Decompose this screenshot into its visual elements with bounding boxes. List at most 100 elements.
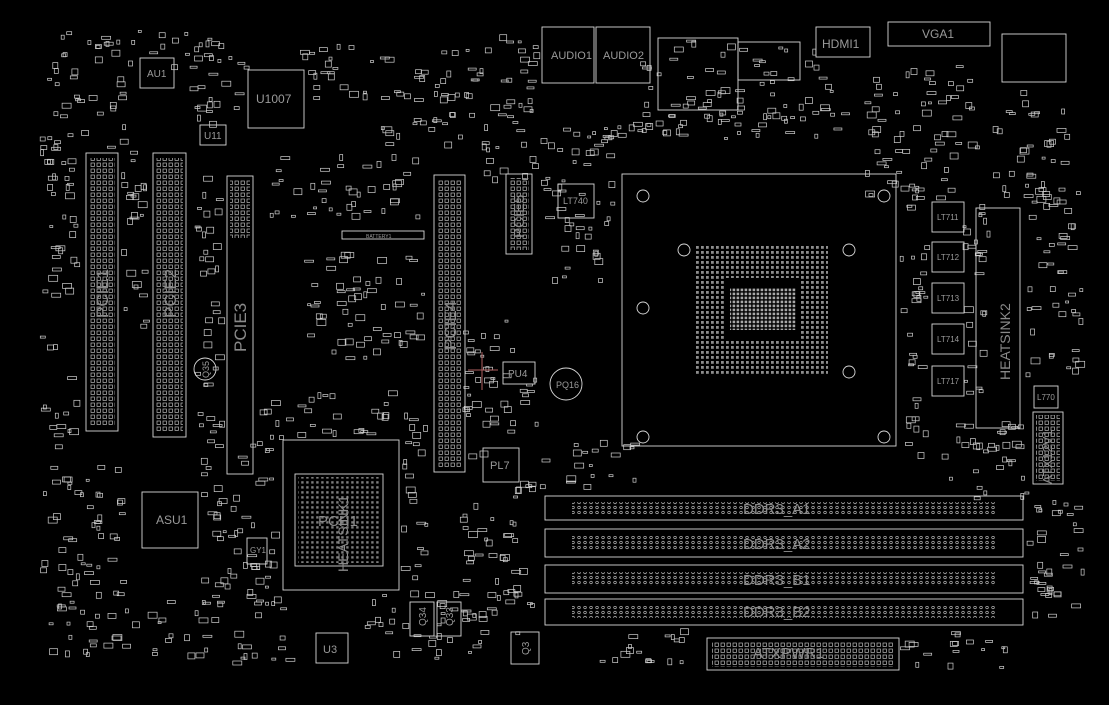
smd-part[interactable]	[873, 76, 880, 83]
pch-heatsink-outline[interactable]	[282, 439, 400, 591]
smd-part[interactable]	[911, 291, 920, 297]
smd-part[interactable]	[465, 371, 474, 374]
smd-part[interactable]	[503, 590, 510, 596]
smd-part[interactable]	[327, 73, 335, 81]
smd-part[interactable]	[1052, 302, 1060, 308]
smd-part[interactable]	[924, 157, 933, 162]
smd-part[interactable]	[107, 557, 118, 562]
smd-part[interactable]	[463, 386, 470, 389]
smd-part[interactable]	[532, 163, 539, 169]
smd-part[interactable]	[987, 446, 998, 452]
smd-part[interactable]	[664, 634, 671, 638]
smd-part[interactable]	[893, 92, 898, 96]
smd-part[interactable]	[251, 652, 258, 659]
smd-part[interactable]	[67, 485, 72, 490]
smd-part[interactable]	[395, 179, 404, 185]
lt711-inductor[interactable]	[931, 201, 965, 233]
smd-part[interactable]	[279, 435, 284, 440]
smd-part[interactable]	[500, 79, 509, 83]
smd-part[interactable]	[1020, 493, 1025, 500]
smd-part[interactable]	[360, 430, 369, 433]
smd-part[interactable]	[533, 52, 541, 60]
smd-part[interactable]	[467, 339, 475, 342]
smd-part[interactable]	[117, 499, 123, 506]
smd-part[interactable]	[440, 612, 446, 615]
smd-part[interactable]	[440, 617, 446, 624]
smd-part[interactable]	[511, 569, 522, 574]
smd-part[interactable]	[251, 566, 258, 570]
smd-part[interactable]	[201, 492, 208, 497]
smd-part[interactable]	[414, 98, 424, 102]
smd-part[interactable]	[717, 119, 722, 125]
smd-part[interactable]	[979, 204, 986, 210]
smd-part[interactable]	[122, 124, 126, 131]
smd-part[interactable]	[80, 609, 85, 615]
smd-part[interactable]	[63, 536, 74, 541]
smd-part[interactable]	[973, 496, 981, 501]
smd-part[interactable]	[641, 128, 647, 133]
smd-part[interactable]	[507, 115, 514, 119]
smd-part[interactable]	[1060, 160, 1070, 165]
smd-part[interactable]	[265, 575, 271, 579]
smd-part[interactable]	[1058, 187, 1066, 192]
smd-part[interactable]	[116, 39, 121, 45]
smd-part[interactable]	[442, 122, 448, 126]
smd-part[interactable]	[908, 642, 919, 647]
smd-part[interactable]	[610, 452, 621, 458]
pch1-chip[interactable]	[294, 473, 384, 567]
smd-part[interactable]	[917, 365, 928, 369]
smd-part[interactable]	[140, 323, 148, 329]
smd-part[interactable]	[52, 267, 62, 272]
smd-part[interactable]	[197, 114, 201, 122]
smd-part[interactable]	[868, 129, 876, 136]
smd-part[interactable]	[370, 60, 374, 63]
smd-part[interactable]	[265, 585, 269, 589]
smd-part[interactable]	[588, 226, 593, 231]
smd-part[interactable]	[895, 149, 903, 153]
smd-part[interactable]	[716, 70, 726, 75]
smd-part[interactable]	[67, 569, 74, 575]
smd-part[interactable]	[48, 274, 59, 282]
smd-part[interactable]	[328, 207, 333, 212]
smd-part[interactable]	[140, 182, 147, 190]
smd-part[interactable]	[47, 77, 52, 81]
smd-part[interactable]	[212, 594, 220, 598]
smd-part[interactable]	[53, 513, 61, 520]
smd-part[interactable]	[1044, 140, 1054, 147]
smd-part[interactable]	[43, 404, 47, 410]
smd-part[interactable]	[977, 250, 988, 253]
smd-part[interactable]	[1031, 200, 1038, 204]
smd-part[interactable]	[143, 319, 150, 323]
smd-part[interactable]	[201, 472, 208, 477]
smd-part[interactable]	[304, 259, 314, 263]
smd-part[interactable]	[947, 662, 954, 670]
smd-part[interactable]	[168, 633, 174, 639]
smd-part[interactable]	[74, 262, 81, 268]
smd-part[interactable]	[1053, 591, 1062, 598]
smd-part[interactable]	[319, 313, 327, 319]
smd-part[interactable]	[592, 252, 601, 260]
smd-part[interactable]	[951, 95, 959, 99]
smd-part[interactable]	[1036, 582, 1047, 585]
smd-part[interactable]	[980, 310, 988, 316]
smd-part[interactable]	[966, 390, 975, 395]
smd-part[interactable]	[1030, 111, 1039, 118]
smd-part[interactable]	[381, 339, 390, 344]
smd-part[interactable]	[207, 37, 213, 41]
smd-part[interactable]	[1041, 156, 1046, 160]
smd-part[interactable]	[1073, 528, 1084, 533]
u1007-chip[interactable]	[247, 69, 305, 129]
smd-part[interactable]	[201, 577, 210, 584]
smd-part[interactable]	[949, 152, 959, 160]
smd-part[interactable]	[383, 402, 389, 406]
smd-part[interactable]	[955, 65, 964, 68]
smd-part[interactable]	[513, 495, 518, 499]
smd-part[interactable]	[902, 149, 911, 154]
smd-part[interactable]	[941, 453, 949, 460]
smd-part[interactable]	[215, 444, 224, 448]
smd-part[interactable]	[515, 631, 521, 636]
smd-part[interactable]	[332, 413, 342, 420]
smd-part[interactable]	[414, 75, 424, 79]
smd-part[interactable]	[210, 301, 220, 307]
smd-part[interactable]	[228, 534, 236, 538]
